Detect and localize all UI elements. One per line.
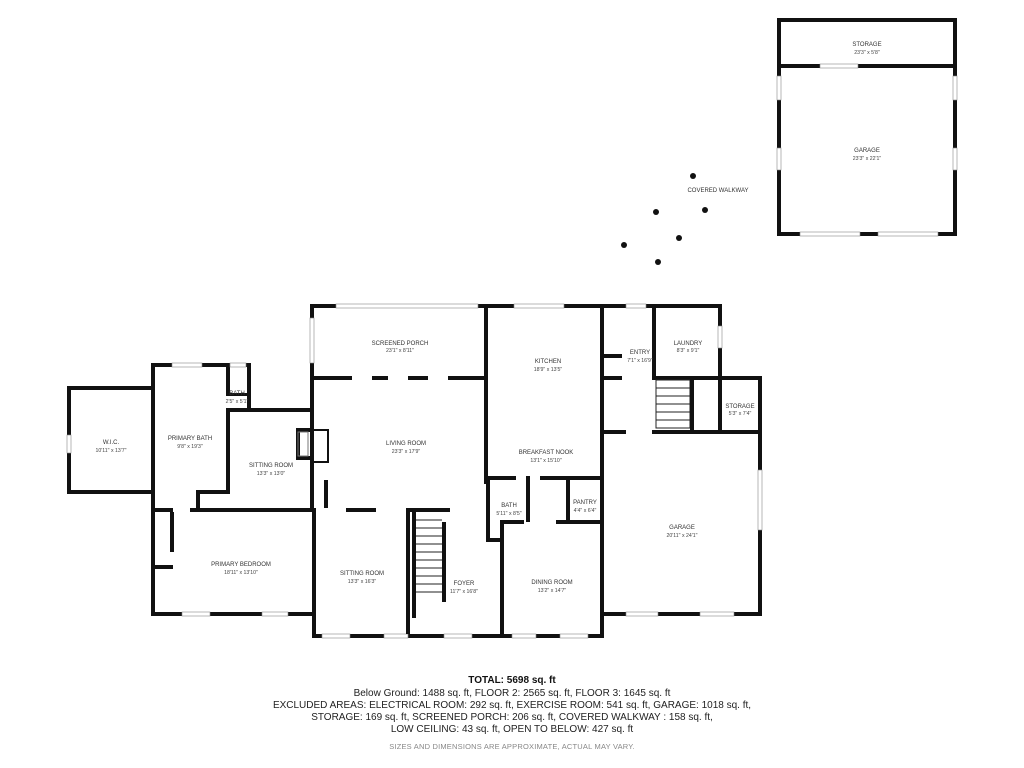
room-dims-sitting-room-2: 13'3" x 16'3" bbox=[348, 579, 377, 585]
room-label-wic: W.I.C. bbox=[103, 440, 120, 446]
area-breakdown-line-4: LOW CEILING: 43 sq. ft, OPEN TO BELOW: 4… bbox=[390, 724, 634, 735]
room-label-entry: ENTRY bbox=[630, 350, 650, 356]
room-dims-laundry: 8'3" x 9'1" bbox=[677, 348, 700, 354]
room-label-storage-top: STORAGE bbox=[852, 42, 881, 48]
staircase-main bbox=[416, 519, 442, 593]
room-label-dining-room: DINING ROOM bbox=[531, 580, 572, 586]
main-floor-walls bbox=[66, 303, 763, 639]
room-dims-living-room: 23'3" x 17'9" bbox=[392, 449, 421, 455]
room-dims-dining-room: 13'2" x 14'7" bbox=[538, 588, 567, 594]
room-label-garage-main: GARAGE bbox=[669, 525, 695, 531]
room-label-garage-top: GARAGE bbox=[854, 148, 880, 154]
room-label-breakfast-nook: BREAKFAST NOOK bbox=[519, 450, 574, 456]
room-label-living-room: LIVING ROOM bbox=[386, 441, 426, 447]
room-dims-storage-top: 23'3" x 5'8" bbox=[854, 50, 880, 56]
room-label-pantry: PANTRY bbox=[573, 500, 597, 506]
room-dims-primary-bath: 9'8" x 19'3" bbox=[177, 444, 203, 450]
room-label-primary-bedroom: PRIMARY BEDROOM bbox=[211, 562, 271, 568]
room-label-laundry: LAUNDRY bbox=[674, 341, 703, 347]
room-dims-entry: 7'1" x 16'9" bbox=[627, 358, 653, 364]
room-label-kitchen: KITCHEN bbox=[535, 359, 561, 365]
room-label-storage-small: STORAGE bbox=[725, 404, 754, 410]
area-breakdown-line-1: Below Ground: 1488 sq. ft, FLOOR 2: 2565… bbox=[353, 688, 671, 699]
room-label-bath-2: BATH bbox=[501, 503, 517, 509]
room-dims-foyer: 11'7" x 16'8" bbox=[450, 589, 478, 595]
room-dims-garage-top: 23'3" x 22'1" bbox=[853, 156, 882, 162]
room-dims-bath-small: 2'5" x 5'1" bbox=[226, 399, 249, 405]
room-label-primary-bath: PRIMARY BATH bbox=[168, 436, 212, 442]
detached-garage bbox=[776, 18, 958, 237]
disclaimer-note: SIZES AND DIMENSIONS ARE APPROXIMATE, AC… bbox=[389, 742, 635, 751]
room-dims-garage-main: 20'11" x 24'1" bbox=[667, 533, 698, 539]
room-dims-kitchen: 18'9" x 13'5" bbox=[534, 367, 563, 373]
room-label-sitting-room-2: SITTING ROOM bbox=[340, 571, 384, 577]
room-dims-storage-small: 5'3" x 7'4" bbox=[729, 411, 752, 417]
room-label-bath-small: BATH bbox=[229, 391, 245, 397]
room-label-foyer: FOYER bbox=[454, 581, 475, 587]
room-label-covered-walkway: COVERED WALKWAY bbox=[687, 188, 748, 194]
room-dims-pantry: 4'4" x 6'4" bbox=[574, 508, 597, 514]
room-dims-primary-bedroom: 18'11" x 13'10" bbox=[224, 570, 258, 576]
area-breakdown-line-3: STORAGE: 169 sq. ft, SCREENED PORCH: 206… bbox=[311, 712, 713, 723]
room-dims-breakfast-nook: 13'1" x 15'10" bbox=[530, 458, 561, 464]
room-label-screened-porch: SCREENED PORCH bbox=[372, 341, 429, 347]
area-breakdown-line-2: EXCLUDED AREAS: ELECTRICAL ROOM: 292 sq.… bbox=[272, 700, 752, 711]
total-area: TOTAL: 5698 sq. ft bbox=[468, 675, 556, 686]
room-dims-screened-porch: 23'1" x 8'11" bbox=[386, 348, 414, 354]
staircase-entry bbox=[655, 379, 691, 429]
room-dims-sitting-room-1: 13'3" x 13'0" bbox=[257, 471, 286, 477]
covered-walkway-posts bbox=[621, 173, 708, 265]
room-dims-bath-2: 5'11" x 8'5" bbox=[496, 511, 521, 517]
room-label-sitting-room-1: SITTING ROOM bbox=[249, 463, 293, 469]
room-dims-wic: 10'11" x 13'7" bbox=[96, 448, 127, 454]
